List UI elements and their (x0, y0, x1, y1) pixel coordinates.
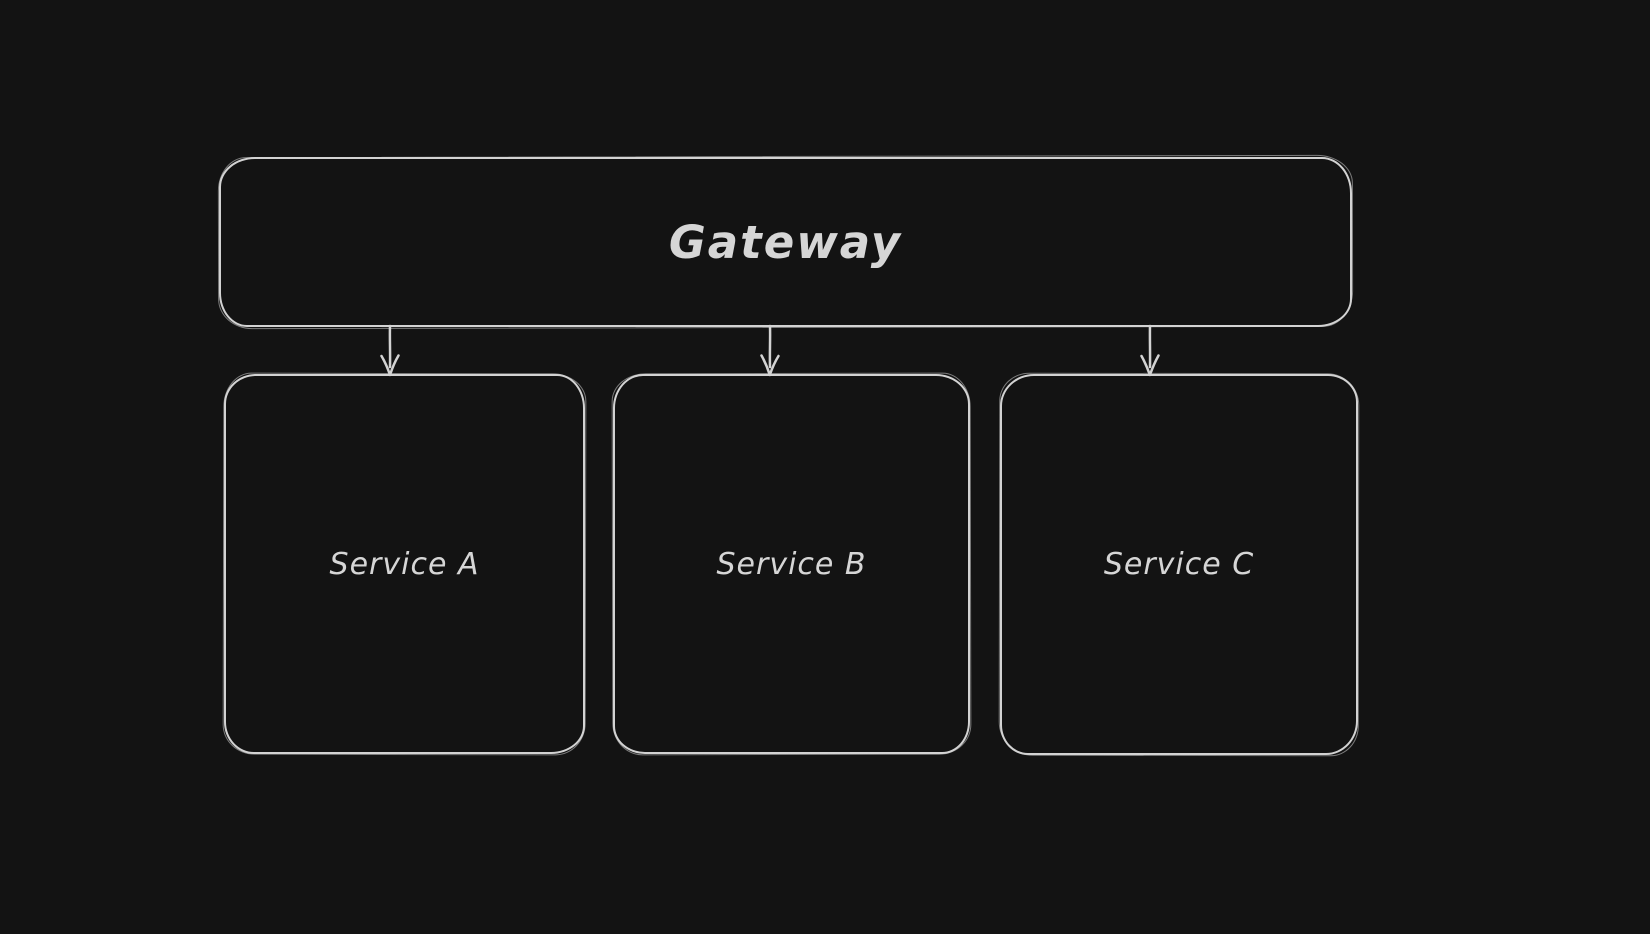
node-service-c[interactable]: Service C (1000, 374, 1358, 755)
node-service-a[interactable]: Service A (224, 374, 585, 754)
node-service-b-label: Service B (716, 546, 867, 582)
arrow-gateway-to-service-c[interactable] (1132, 324, 1168, 379)
node-service-c-label: Service C (1103, 547, 1255, 582)
arrow-gateway-to-service-b[interactable] (752, 324, 788, 379)
node-service-b[interactable]: Service B (613, 374, 970, 754)
arrow-gateway-to-service-a[interactable] (372, 324, 408, 379)
node-gateway[interactable]: Gateway (219, 157, 1352, 327)
node-service-a-label: Service A (329, 546, 480, 582)
node-gateway-label: Gateway (668, 215, 903, 269)
